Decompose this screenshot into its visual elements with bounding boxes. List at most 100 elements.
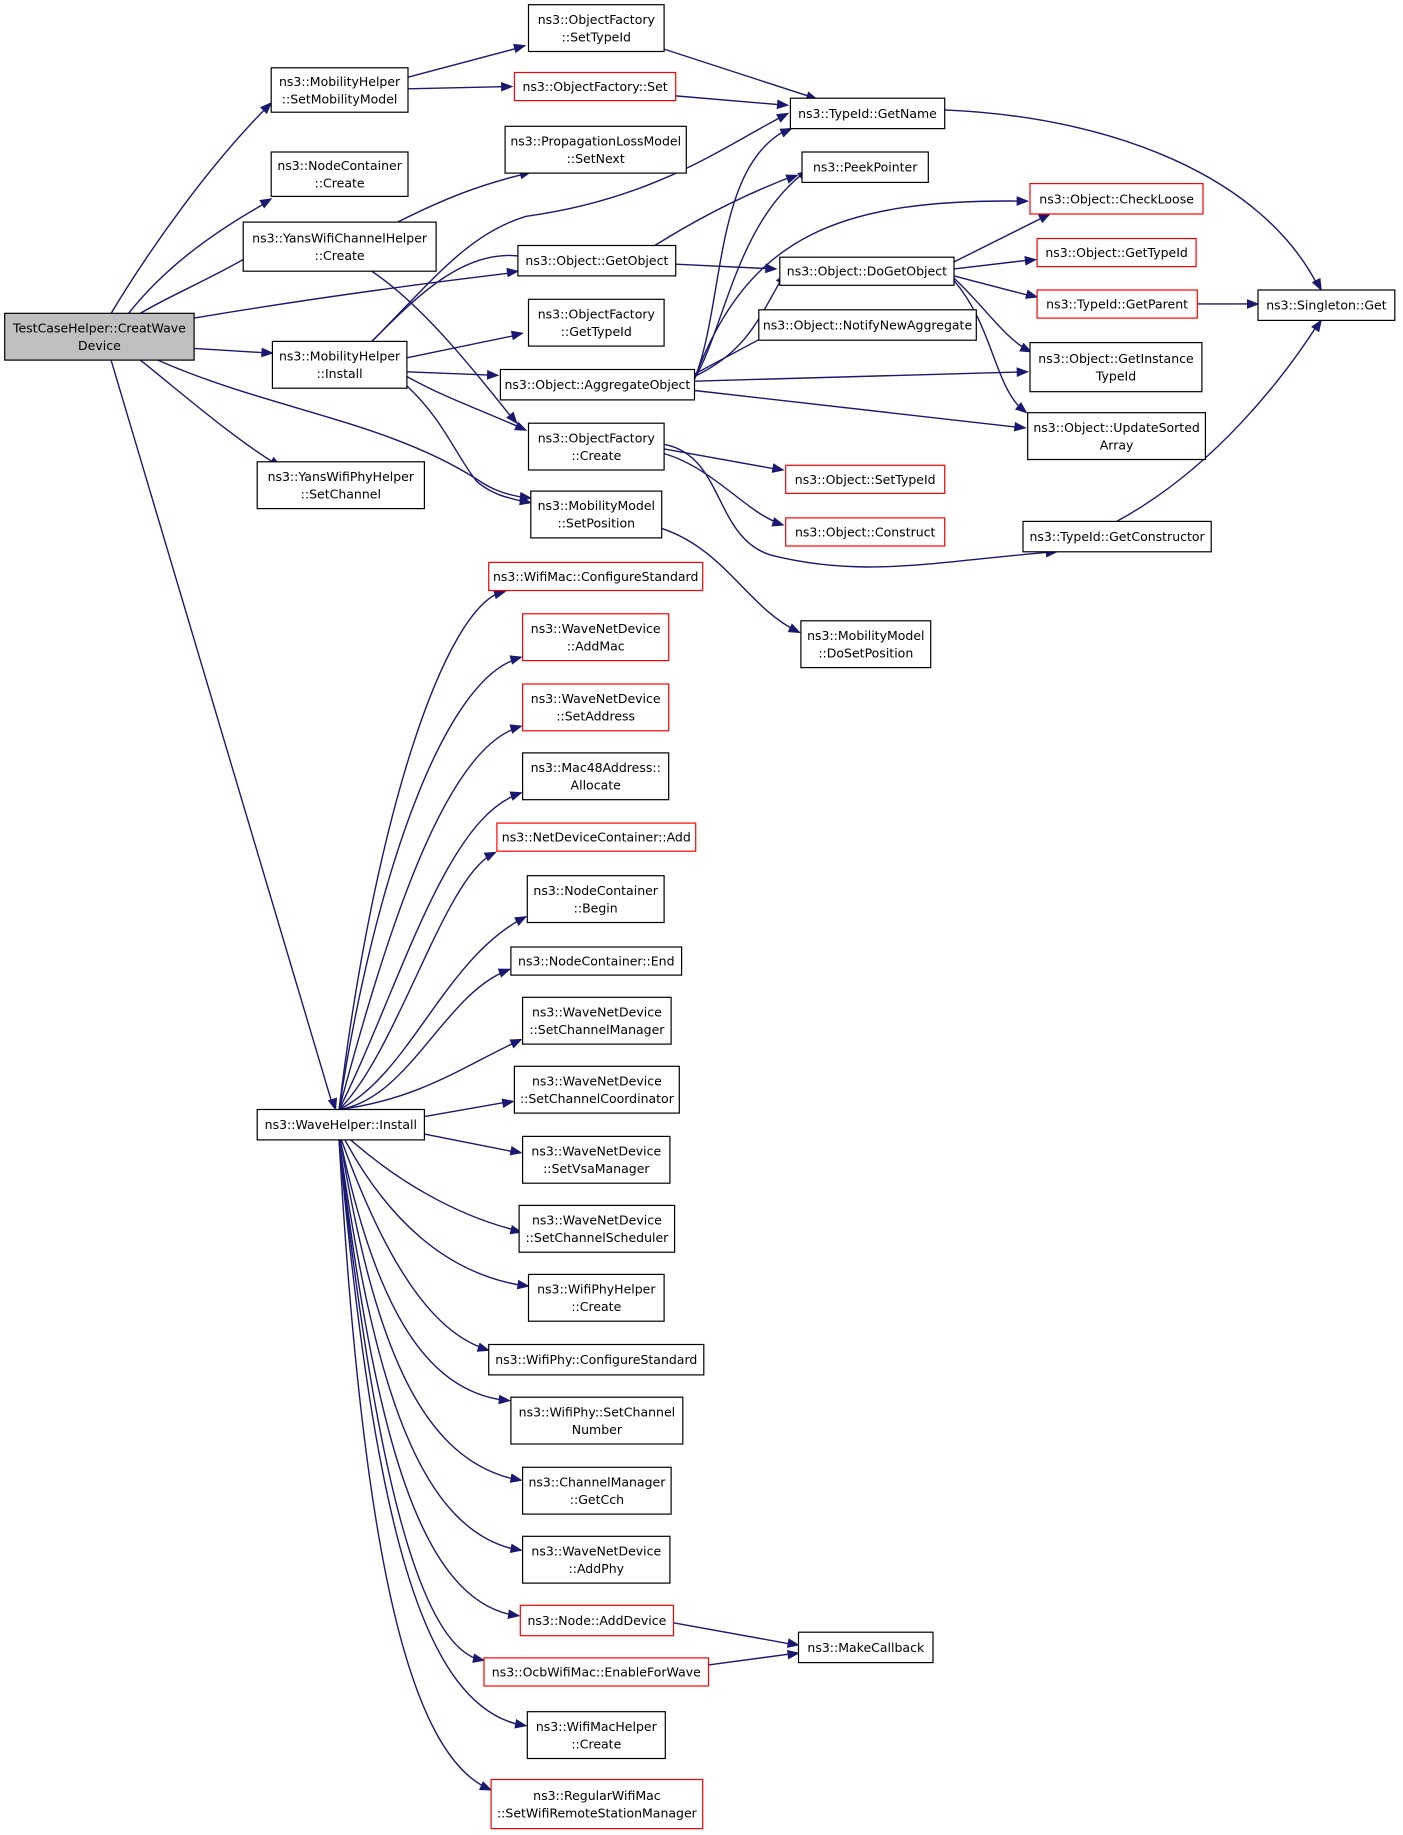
node-box[interactable] (785, 517, 946, 547)
node-box[interactable] (801, 151, 929, 183)
node-mh-setmob[interactable]: ns3::MobilityHelper::SetMobilityModel (270, 67, 409, 113)
node-box[interactable] (496, 822, 697, 852)
node-box[interactable] (1029, 342, 1203, 393)
node-box[interactable] (499, 368, 696, 401)
node-box[interactable] (1022, 520, 1212, 553)
node-box[interactable] (518, 1204, 676, 1253)
node-wh-install[interactable]: ns3::WaveHelper::Install (256, 1108, 426, 1141)
node-obj-construct[interactable]: ns3::Object::Construct (785, 517, 946, 547)
node-wnd-addphy[interactable]: ns3::WaveNetDevice::AddPhy (521, 1535, 671, 1584)
node-obj-checkloose[interactable]: ns3::Object::CheckLoose (1029, 183, 1204, 215)
node-box[interactable] (521, 613, 670, 662)
node-obj-dogetobject[interactable]: ns3::Object::DoGetObject (779, 256, 955, 286)
node-box[interactable] (785, 464, 946, 494)
node-nc-begin[interactable]: ns3::NodeContainer::Begin (526, 875, 665, 924)
node-box[interactable] (270, 151, 409, 198)
node-box[interactable] (256, 461, 426, 510)
node-box[interactable] (490, 1778, 704, 1830)
node-tid-getname[interactable]: ns3::TypeId::GetName (789, 97, 946, 130)
node-box[interactable] (1257, 289, 1396, 321)
node-singleton-get[interactable]: ns3::Singleton::Get (1257, 289, 1396, 321)
node-box[interactable] (521, 1466, 672, 1515)
node-box[interactable] (527, 298, 665, 347)
node-wnd-setvsa[interactable]: ns3::WaveNetDevice::SetVsaManager (521, 1135, 671, 1184)
node-box[interactable] (488, 561, 704, 592)
node-wmh-create[interactable]: ns3::WifiMacHelper::Create (526, 1711, 666, 1760)
node-mh-install[interactable]: ns3::MobilityHelper::Install (271, 340, 408, 389)
node-of-set[interactable]: ns3::ObjectFactory::Set (513, 71, 677, 102)
node-nc-create[interactable]: ns3::NodeContainer::Create (270, 151, 409, 198)
node-wnd-setaddr[interactable]: ns3::WaveNetDevice::SetAddress (521, 683, 670, 732)
node-box[interactable] (513, 71, 677, 102)
node-box[interactable] (510, 946, 683, 976)
node-ywph-setch[interactable]: ns3::YansWifiPhyHelper::SetChannel (256, 461, 426, 510)
node-obj-settypeid[interactable]: ns3::Object::SetTypeId (785, 464, 946, 494)
node-box[interactable] (526, 875, 665, 924)
node-box[interactable] (1036, 289, 1198, 319)
node-tid-getctor[interactable]: ns3::TypeId::GetConstructor (1022, 520, 1212, 553)
node-makecallback[interactable]: ns3::MakeCallback (797, 1631, 934, 1664)
node-box[interactable] (526, 1711, 666, 1760)
node-box[interactable] (527, 1273, 665, 1322)
node-owm-enable[interactable]: ns3::OcbWifiMac::EnableForWave (483, 1657, 710, 1687)
node-box[interactable] (270, 67, 409, 113)
node-rwm-setrsm[interactable]: ns3::RegularWifiMac::SetWifiRemoteStatio… (490, 1778, 704, 1830)
node-box[interactable] (779, 256, 955, 286)
node-ywch-create[interactable]: ns3::YansWifiChannelHelper::Create (242, 221, 437, 272)
node-cm-getcch[interactable]: ns3::ChannelManager::GetCch (521, 1466, 672, 1515)
node-mac48-alloc[interactable]: ns3::Mac48Address::Allocate (521, 752, 670, 801)
node-box[interactable] (521, 683, 670, 732)
node-box[interactable] (488, 1343, 705, 1376)
node-box[interactable] (242, 221, 437, 272)
node-obj-notify[interactable]: ns3::Object::NotifyNewAggregate (758, 309, 977, 341)
node-box[interactable] (521, 996, 672, 1045)
node-peekpointer[interactable]: ns3::PeekPointer (801, 151, 929, 183)
node-obj-gettypeid[interactable]: ns3::Object::GetTypeId (1036, 237, 1197, 268)
node-box[interactable] (797, 1631, 934, 1664)
node-box[interactable] (1027, 412, 1206, 461)
node-tid-getparent[interactable]: ns3::TypeId::GetParent (1036, 289, 1198, 319)
node-box[interactable] (1029, 183, 1204, 215)
node-box[interactable] (758, 309, 977, 341)
node-wnd-setchsched[interactable]: ns3::WaveNetDevice::SetChannelScheduler (518, 1204, 676, 1253)
node-box[interactable] (1036, 237, 1197, 268)
node-wnd-setchcoord[interactable]: ns3::WaveNetDevice::SetChannelCoordinato… (513, 1065, 680, 1114)
node-box[interactable] (271, 340, 408, 389)
node-box[interactable] (4, 312, 195, 361)
node-box[interactable] (530, 490, 663, 539)
node-mm-dosetpos[interactable]: ns3::MobilityModel::DoSetPosition (800, 620, 932, 669)
node-box[interactable] (521, 1535, 671, 1584)
node-plm-setnext[interactable]: ns3::PropagationLossModel::SetNext (504, 125, 687, 174)
node-wm-confstd[interactable]: ns3::WifiMac::ConfigureStandard (488, 561, 704, 592)
node-box[interactable] (517, 244, 677, 277)
node-box[interactable] (521, 752, 670, 801)
node-box[interactable] (527, 4, 665, 53)
node-wph-create[interactable]: ns3::WifiPhyHelper::Create (527, 1273, 665, 1322)
node-wnd-setchmgr[interactable]: ns3::WaveNetDevice::SetChannelManager (521, 996, 672, 1045)
node-box[interactable] (504, 125, 687, 174)
node-box[interactable] (800, 620, 932, 669)
node-box[interactable] (527, 422, 665, 471)
node-ndc-add[interactable]: ns3::NetDeviceContainer::Add (496, 822, 697, 852)
node-of-create[interactable]: ns3::ObjectFactory::Create (527, 422, 665, 471)
node-obj-getobject[interactable]: ns3::Object::GetObject (517, 244, 677, 277)
node-box[interactable] (483, 1657, 710, 1687)
node-box[interactable] (521, 1135, 671, 1184)
node-wnd-addmac[interactable]: ns3::WaveNetDevice::AddMac (521, 613, 670, 662)
node-box[interactable] (510, 1396, 684, 1445)
node-obj-aggregate[interactable]: ns3::Object::AggregateObject (499, 368, 696, 401)
node-of-gettypeid[interactable]: ns3::ObjectFactory::GetTypeId (527, 298, 665, 347)
node-box[interactable] (519, 1604, 675, 1637)
node-of-settypeid[interactable]: ns3::ObjectFactory::SetTypeId (527, 4, 665, 53)
node-mm-setpos[interactable]: ns3::MobilityModel::SetPosition (530, 490, 663, 539)
node-wp-confstd[interactable]: ns3::WifiPhy::ConfigureStandard (488, 1343, 705, 1376)
node-box[interactable] (789, 97, 946, 130)
node-nc-end[interactable]: ns3::NodeContainer::End (510, 946, 683, 976)
node-box[interactable] (256, 1108, 426, 1141)
node-box[interactable] (513, 1065, 680, 1114)
node-node-adddev[interactable]: ns3::Node::AddDevice (519, 1604, 675, 1637)
